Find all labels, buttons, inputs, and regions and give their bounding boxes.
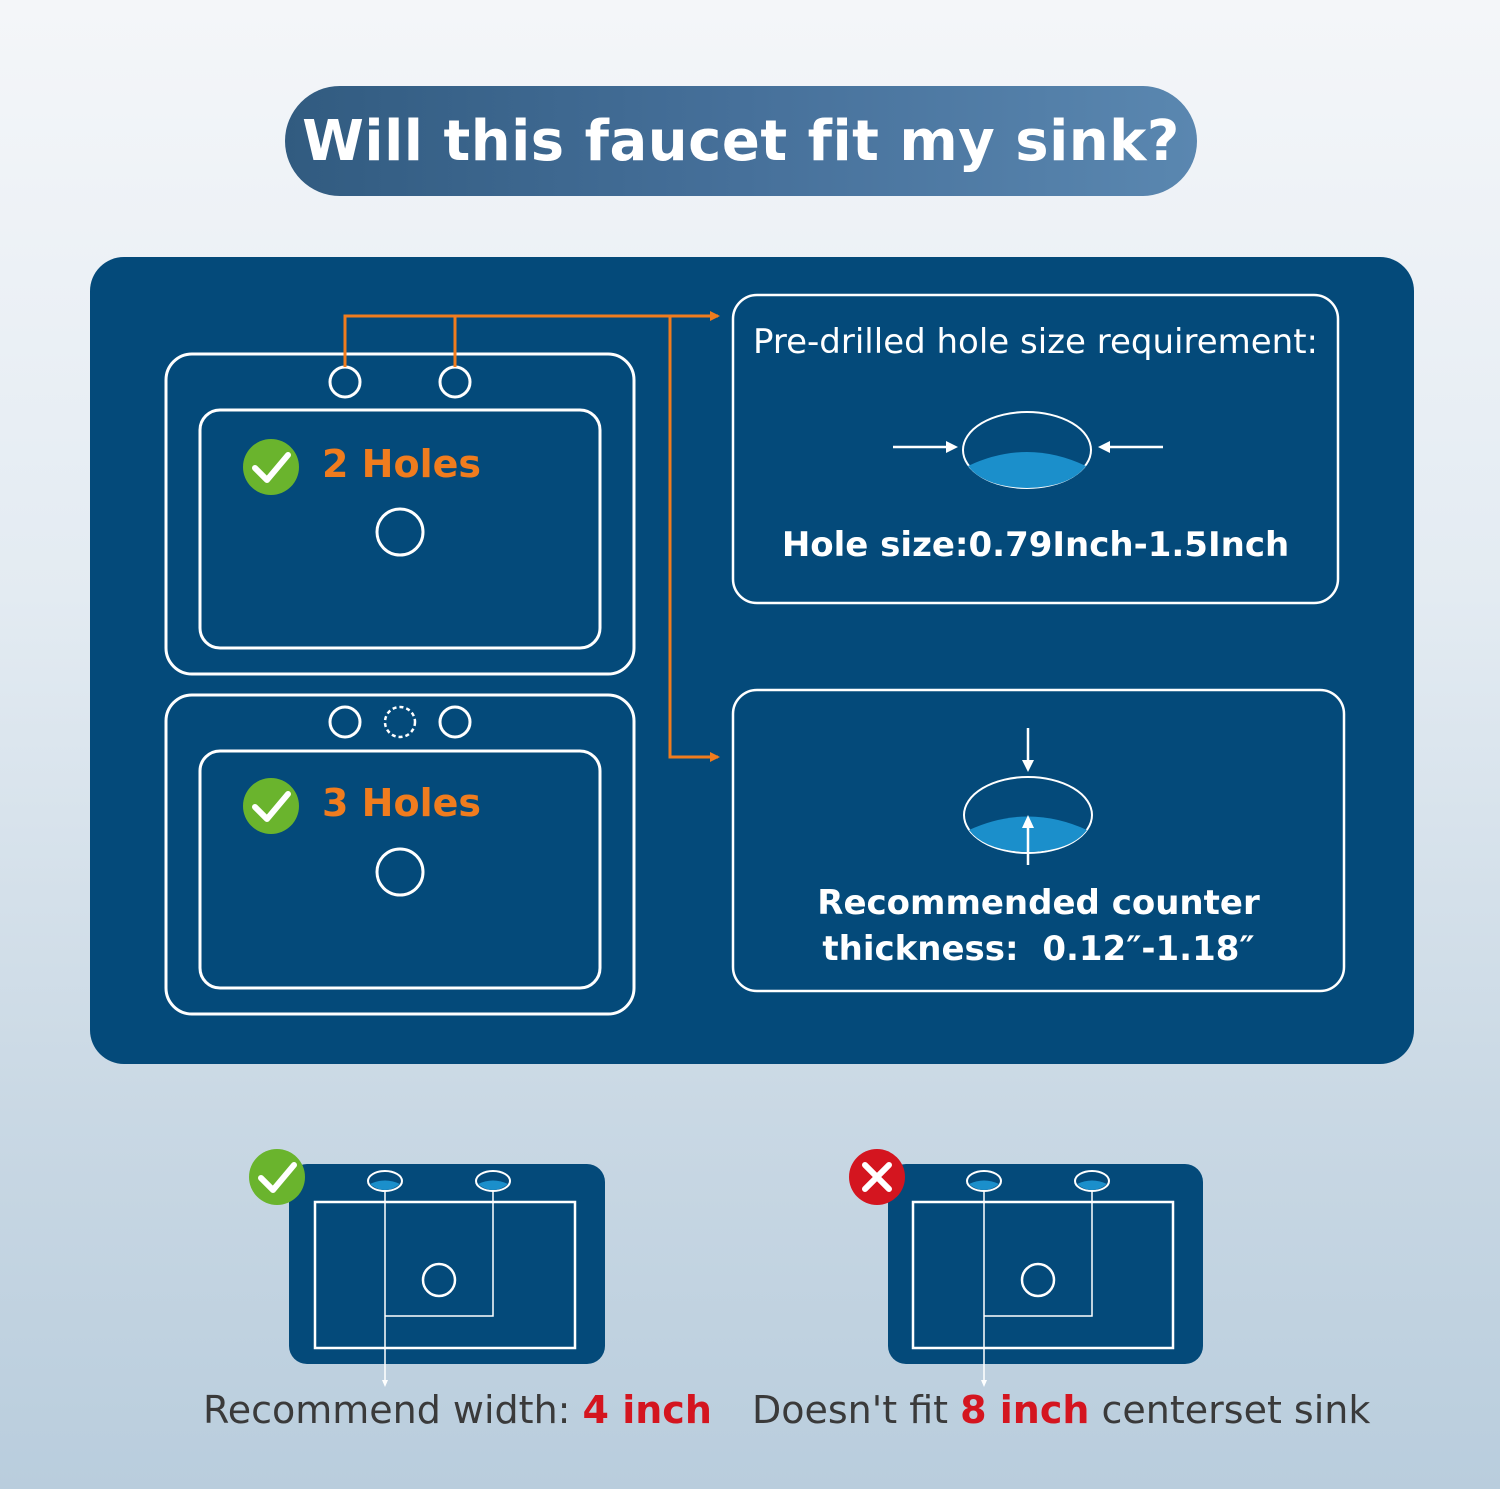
drain-icon: [1020, 1262, 1056, 1298]
page-title: Will this faucet fit my sink?: [302, 108, 1180, 174]
sink-label-three-holes: 3 Holes: [322, 781, 481, 825]
connector-arrows: [343, 311, 720, 762]
optional-hole-icon: [383, 705, 417, 739]
sink-three-holes: [164, 693, 636, 1016]
caption-suffix: centerset sink: [1089, 1388, 1371, 1432]
drain-icon: [421, 1262, 457, 1298]
check-icon: [249, 1149, 305, 1205]
sink-two-holes: [164, 352, 636, 676]
thickness-label: thickness:: [822, 929, 1019, 969]
arrow-icon: [1098, 441, 1110, 453]
check-icon: [243, 778, 299, 834]
caption-prefix: Recommend width:: [203, 1388, 583, 1432]
faucet-hole-icon: [328, 705, 362, 739]
arrow-icon: [946, 441, 958, 453]
drain-icon: [375, 847, 425, 897]
sink-label-two-holes: 2 Holes: [322, 442, 481, 486]
caption-recommend-width: Recommend width: 4 inch: [203, 1388, 712, 1432]
caption-highlight: 8 inch: [960, 1388, 1090, 1432]
cross-icon: [849, 1149, 905, 1205]
thickness-line1: Recommended counter: [817, 883, 1260, 923]
caption-highlight: 4 inch: [582, 1388, 712, 1432]
thickness-line2: thickness: 0.12″-1.18″: [733, 929, 1344, 969]
arrow-icon: [1022, 815, 1034, 828]
faucet-hole-icon: [438, 365, 472, 399]
sink-no-fit-example: [888, 1164, 1203, 1387]
sink-fit-example: [289, 1164, 605, 1387]
drain-icon: [375, 507, 425, 557]
title-banner: Will this faucet fit my sink?: [285, 86, 1197, 196]
hole-size-box: [731, 293, 1340, 605]
arrow-icon: [668, 316, 720, 762]
caption-no-fit: Doesn't fit 8 inch centerset sink: [752, 1388, 1370, 1432]
arrow-icon: [1022, 760, 1034, 772]
faucet-hole-icon: [328, 365, 362, 399]
check-icon: [243, 439, 299, 495]
caption-prefix: Doesn't fit: [752, 1388, 961, 1432]
hole-size-value: Hole size:0.79Inch-1.5Inch: [781, 525, 1290, 565]
thickness-value: 0.12″-1.18″: [1042, 929, 1255, 969]
faucet-hole-icon: [438, 705, 472, 739]
thickness-box: [731, 688, 1346, 993]
main-panel: [90, 257, 1414, 1064]
hole-size-heading: Pre-drilled hole size requirement:: [752, 322, 1319, 362]
